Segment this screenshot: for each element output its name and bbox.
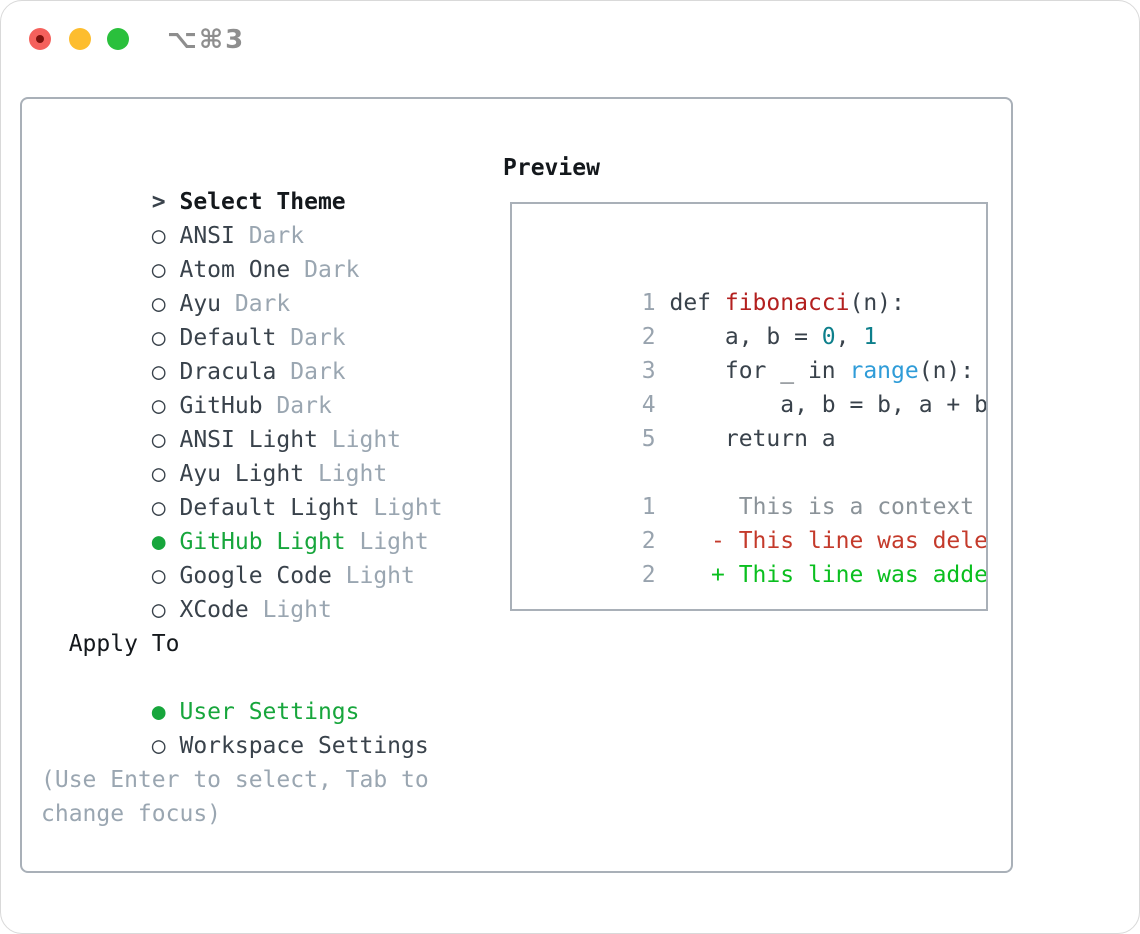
- theme-variant-tag: Dark: [304, 257, 360, 283]
- radio-icon: ○: [151, 495, 166, 521]
- radio-icon: ○: [151, 325, 166, 351]
- radio-icon: ○: [151, 461, 166, 487]
- number-token: 1: [863, 324, 878, 350]
- line-number: 5: [641, 426, 656, 452]
- theme-variant-tag: Light: [317, 461, 388, 487]
- close-button[interactable]: [29, 28, 51, 50]
- radio-icon: ○: [151, 291, 166, 317]
- diff-deleted-line: 2 - This line was deleted.: [531, 490, 986, 554]
- minimize-button[interactable]: [69, 28, 91, 50]
- function-name-token: fibonacci: [724, 290, 850, 316]
- theme-variant-tag: Light: [345, 563, 415, 589]
- radio-selected-icon: ●: [151, 529, 166, 555]
- number-token: 0: [821, 324, 836, 350]
- line-number: 3: [641, 358, 656, 384]
- radio-icon: ○: [151, 427, 166, 453]
- radio-icon: ○: [151, 563, 166, 589]
- theme-variant-tag: Dark: [276, 393, 332, 419]
- radio-icon: ○: [151, 393, 166, 419]
- code-line-2: 2 a, b = 0, 1: [531, 286, 986, 350]
- line-number: 4: [641, 392, 656, 418]
- radio-icon: ○: [151, 223, 166, 249]
- diff-added-line: 2 + This line was added.: [531, 524, 986, 588]
- help-text-line-2: change focus): [41, 801, 222, 827]
- line-number: 1: [641, 290, 656, 316]
- apply-to-header: Apply To: [68, 631, 180, 657]
- code-line-5: 5 return a: [531, 388, 986, 452]
- line-number: 1: [641, 494, 656, 520]
- code-line-4: 4 a, b = b, a + b: [531, 354, 986, 418]
- theme-variant-tag: Light: [373, 495, 443, 521]
- theme-variant-tag: Light: [359, 529, 429, 555]
- theme-variant-tag: Dark: [234, 291, 291, 317]
- apply-option-workspace-settings[interactable]: ○Workspace Settings: [41, 695, 443, 759]
- theme-variant-tag: Dark: [290, 359, 346, 385]
- prompt-icon: >: [151, 189, 166, 215]
- select-theme-header: >Select Theme: [41, 151, 443, 215]
- theme-variant-tag: Dark: [290, 325, 346, 351]
- line-number: 2: [641, 562, 656, 588]
- diff-context-line: 1 This is a context line.: [531, 456, 986, 520]
- line-number: 2: [641, 324, 656, 350]
- preview-header: Preview: [503, 155, 600, 181]
- code-line-3: 3 for _ in range(n):: [531, 320, 986, 384]
- unsaved-indicator-dot: [36, 35, 44, 43]
- line-number: 2: [641, 528, 656, 554]
- theme-variant-tag: Light: [262, 597, 332, 623]
- theme-variant-tag: Light: [331, 427, 402, 453]
- zoom-button[interactable]: [107, 28, 129, 50]
- theme-variant-tag: Dark: [248, 223, 305, 249]
- spacer: [531, 218, 986, 252]
- radio-icon: ○: [151, 597, 166, 623]
- window-title: ⌥⌘3: [167, 25, 246, 55]
- builtin-token: range: [849, 358, 919, 384]
- apply-option-user-settings[interactable]: ●User Settings: [41, 661, 443, 725]
- help-text-line-1: (Use Enter to select, Tab to: [41, 767, 429, 793]
- radio-selected-icon: ●: [151, 699, 166, 725]
- radio-icon: ○: [151, 257, 166, 283]
- radio-icon: ○: [151, 733, 166, 759]
- titlebar: ⌥⌘3: [1, 1, 1139, 76]
- radio-icon: ○: [151, 359, 166, 385]
